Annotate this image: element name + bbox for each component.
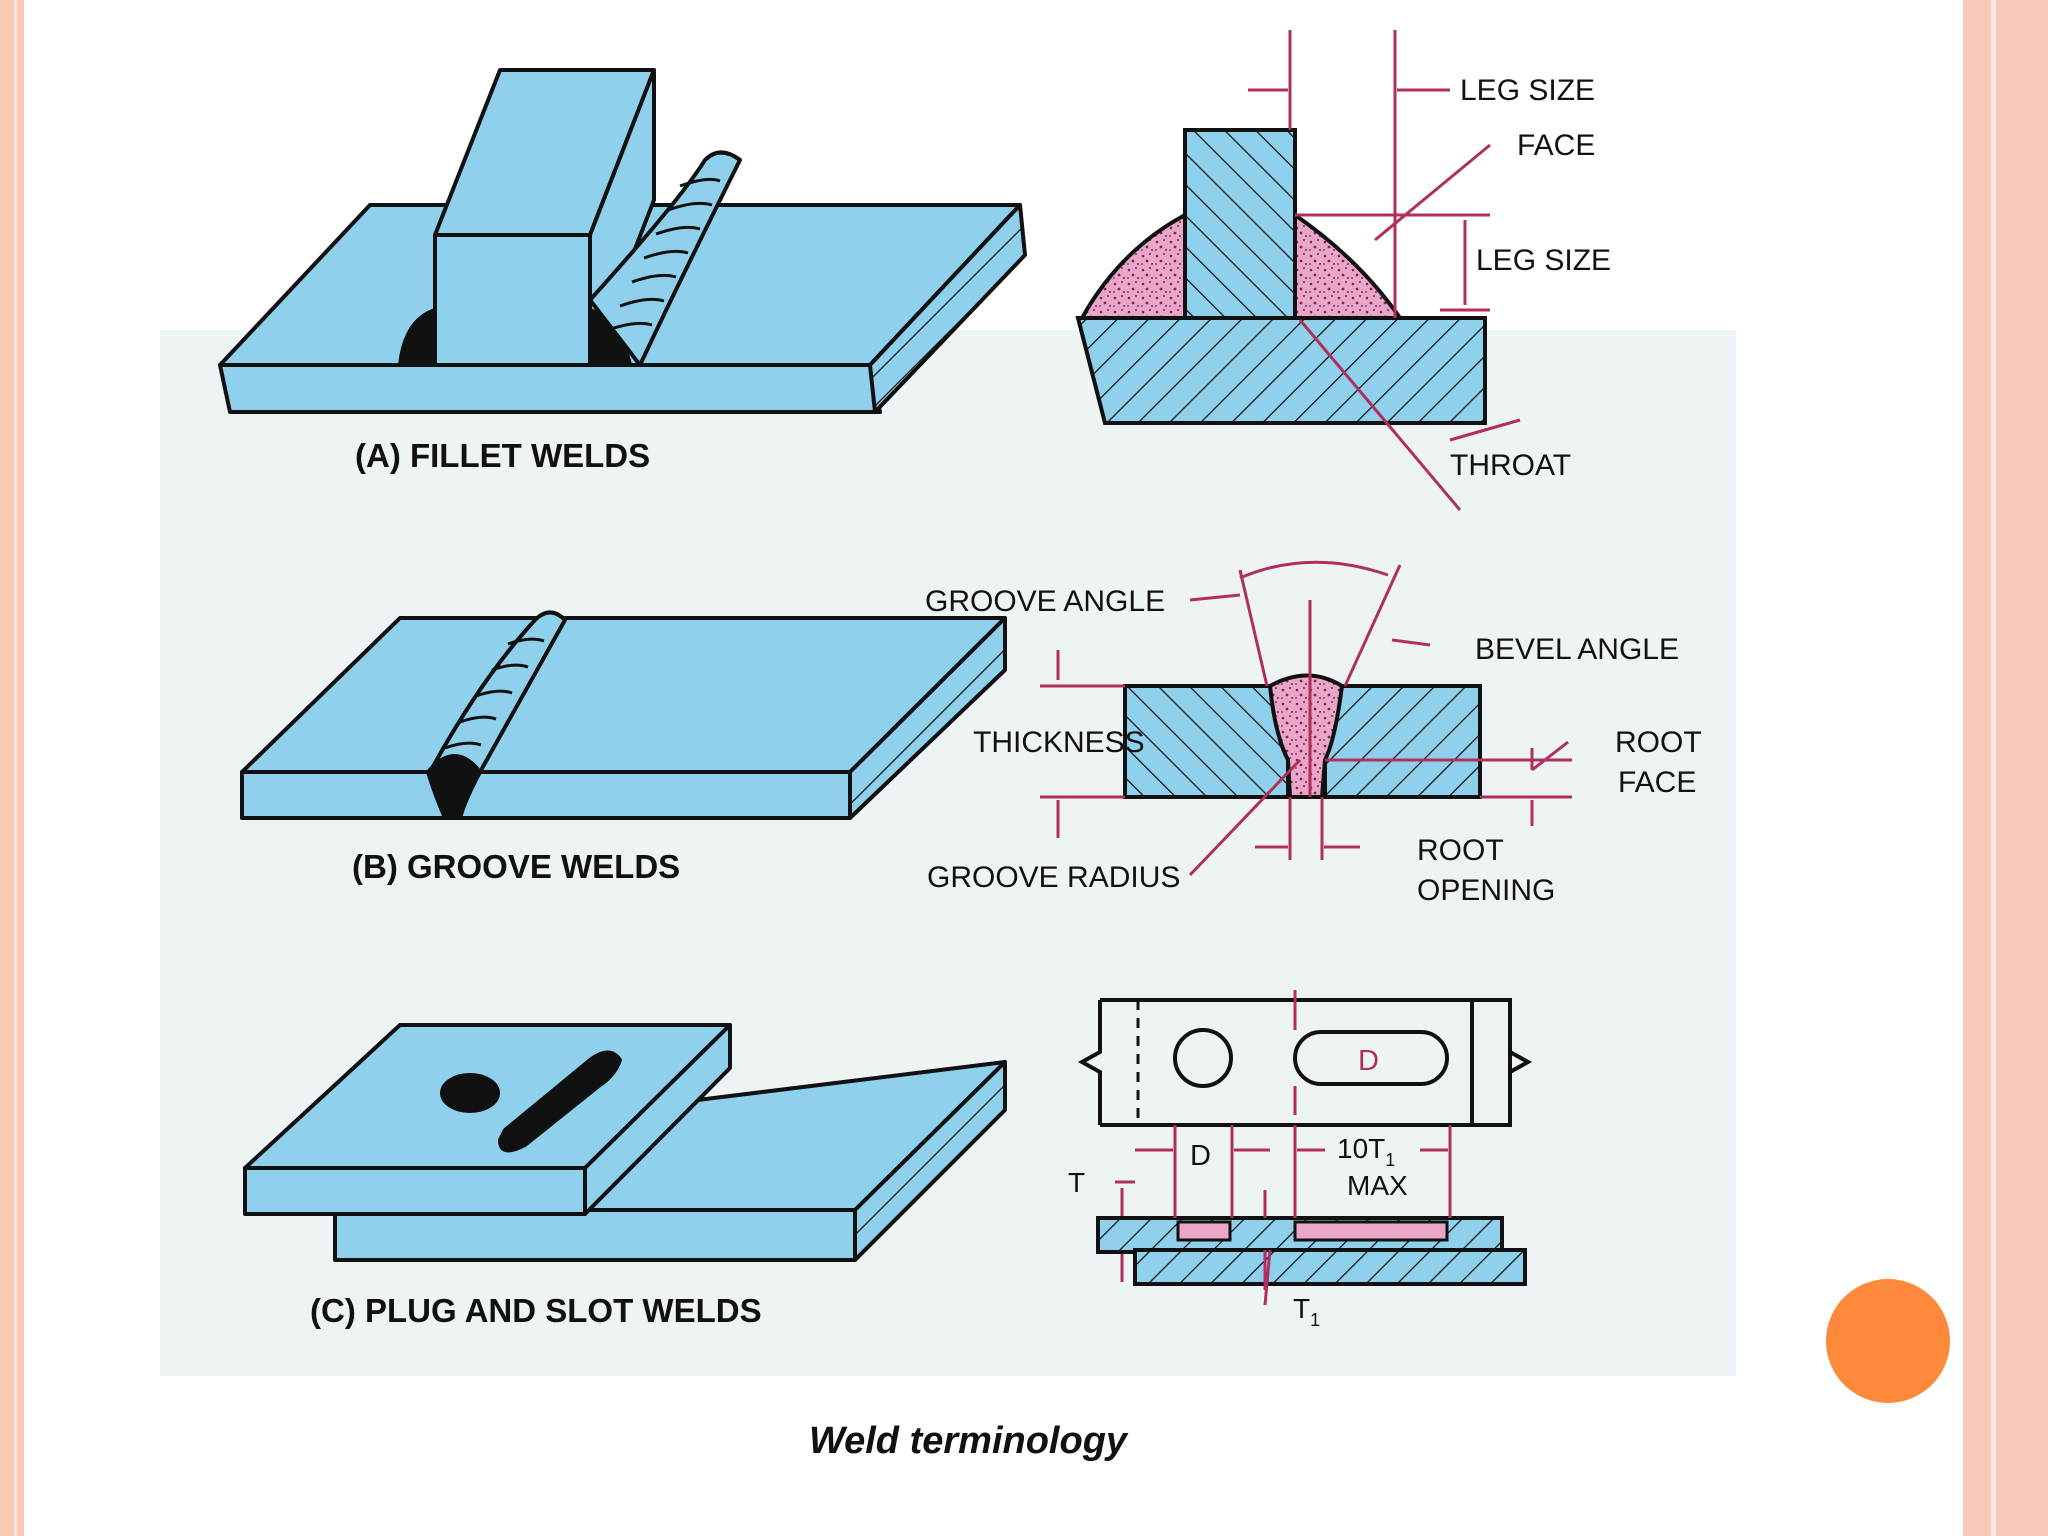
orange-accent-circle bbox=[1826, 1279, 1950, 1403]
label-groove-angle: GROOVE ANGLE bbox=[925, 585, 1165, 618]
right-border-outer bbox=[1996, 0, 2048, 1536]
slide-caption: Weld terminology bbox=[808, 1420, 1128, 1462]
panel-b-title: (B) GROOVE WELDS bbox=[352, 848, 680, 885]
label-t: T bbox=[1068, 1167, 1085, 1198]
label-t1: T1 bbox=[1293, 1293, 1320, 1330]
label-root-opening-2: OPENING bbox=[1417, 874, 1555, 907]
label-ten-t: 10T1 bbox=[1337, 1133, 1395, 1170]
label-bevel-angle: BEVEL ANGLE bbox=[1475, 633, 1679, 666]
label-root-opening-1: ROOT bbox=[1417, 834, 1504, 867]
label-root-face-1: ROOT bbox=[1615, 726, 1702, 759]
label-throat: THROAT bbox=[1450, 449, 1571, 482]
label-max: MAX bbox=[1347, 1170, 1408, 1201]
left-border-decoration bbox=[0, 0, 24, 1536]
label-d-top: D bbox=[1358, 1045, 1379, 1077]
label-leg-size-top: LEG SIZE bbox=[1460, 74, 1595, 107]
panel-c-title: (C) PLUG AND SLOT WELDS bbox=[310, 1292, 762, 1329]
weld-terminology-figure: (A) FILLET WELDS LEG SIZE FACE LEG SIZE … bbox=[160, 0, 1736, 1376]
label-root-face-2: FACE bbox=[1618, 766, 1696, 799]
panel-a-title: (A) FILLET WELDS bbox=[355, 437, 650, 474]
plug-slot-weld-3d-drawing bbox=[243, 1023, 1007, 1262]
label-groove-radius: GROOVE RADIUS bbox=[927, 861, 1180, 894]
groove-weld-cross-section bbox=[1123, 673, 1482, 799]
plug-slot-dimension-lines bbox=[1115, 990, 1452, 1306]
right-border-decoration bbox=[1963, 0, 1991, 1536]
label-d-bottom: D bbox=[1190, 1140, 1211, 1172]
label-face: FACE bbox=[1517, 129, 1595, 162]
fillet-dimension-lines bbox=[1248, 30, 1521, 511]
groove-weld-3d-drawing bbox=[240, 610, 1007, 820]
plug-slot-plan-view bbox=[1077, 998, 1533, 1127]
label-leg-size-side: LEG SIZE bbox=[1476, 244, 1611, 277]
label-thickness: THICKNESS bbox=[973, 726, 1145, 759]
plug-slot-section-view bbox=[1096, 1216, 1527, 1286]
right-border-line bbox=[1991, 0, 1996, 1536]
groove-dimension-lines bbox=[1040, 560, 1572, 877]
fillet-weld-3d-drawing bbox=[218, 68, 1027, 414]
fillet-weld-cross-section bbox=[1075, 128, 1487, 425]
